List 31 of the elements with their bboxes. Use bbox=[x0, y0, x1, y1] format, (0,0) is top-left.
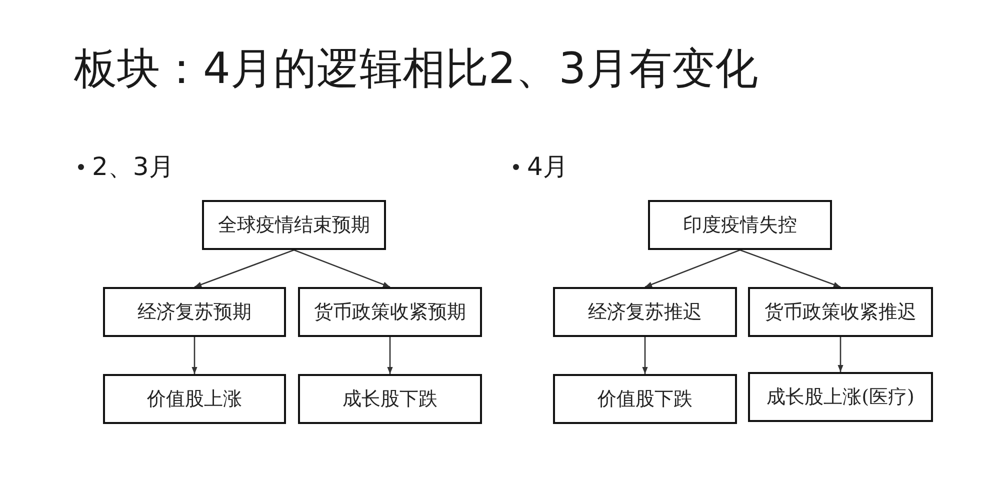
box-text: 印度疫情失控 bbox=[683, 213, 797, 238]
arrow bbox=[294, 249, 390, 288]
process-box bbox=[298, 287, 482, 337]
box-text: 成长股下跌 bbox=[342, 387, 438, 412]
arrow bbox=[192, 337, 198, 374]
box-text: 经济复苏预期 bbox=[138, 300, 252, 325]
arrow bbox=[194, 249, 294, 288]
process-box bbox=[553, 287, 737, 337]
process-box bbox=[298, 374, 482, 424]
process-box bbox=[748, 372, 933, 422]
box-text: 货币政策收紧推迟 bbox=[764, 300, 916, 325]
box-text: 货币政策收紧预期 bbox=[314, 300, 466, 325]
arrow bbox=[642, 337, 648, 374]
box-text: 全球疫情结束预期 bbox=[218, 213, 370, 238]
box-text: 价值股上涨 bbox=[147, 387, 242, 412]
box-text: 成长股上涨(医疗) bbox=[766, 385, 914, 410]
arrow bbox=[838, 337, 844, 372]
section-heading: 4月 bbox=[527, 152, 568, 182]
process-box bbox=[748, 287, 933, 337]
slide-title: 板块：4月的逻辑相比2、3月有变化 bbox=[74, 44, 758, 96]
arrow bbox=[644, 249, 740, 288]
process-box bbox=[103, 374, 286, 424]
box-text: 价值股下跌 bbox=[598, 387, 692, 412]
process-box bbox=[553, 374, 737, 424]
process-box bbox=[202, 200, 386, 250]
section-heading: 2、3月 bbox=[92, 152, 174, 182]
arrow bbox=[387, 337, 393, 374]
process-box bbox=[648, 200, 832, 250]
process-box bbox=[103, 287, 286, 337]
box-text: 经济复苏推迟 bbox=[588, 300, 702, 325]
arrow bbox=[740, 249, 841, 288]
